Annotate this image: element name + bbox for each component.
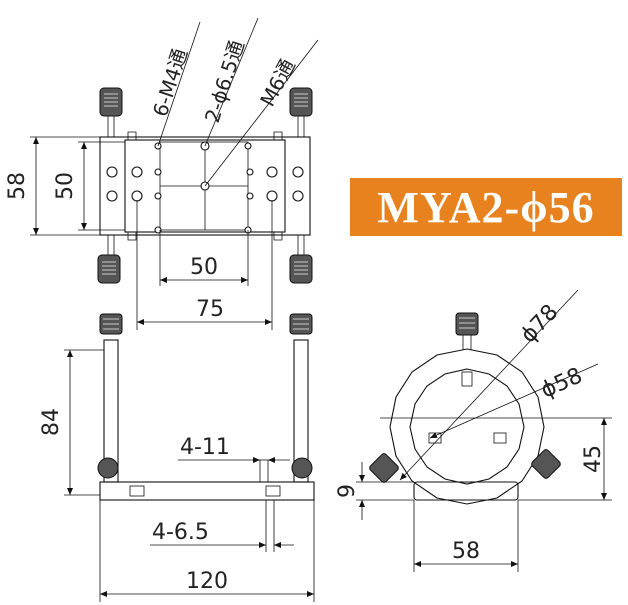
dim-front-slot: 4-11 <box>180 435 230 460</box>
adjuster-knob <box>97 457 119 479</box>
m4-hole <box>106 190 118 202</box>
m4-hole <box>246 192 254 200</box>
callout-d65-holes: 2-ϕ6.5通 <box>200 37 249 125</box>
m4-hole <box>154 226 162 234</box>
dim-front-height: 84 <box>39 408 64 436</box>
m4-hole <box>244 142 252 150</box>
dim-front-hole: 4-6.5 <box>152 520 209 545</box>
dim-front-width: 120 <box>186 569 228 594</box>
m4-hole <box>266 166 278 178</box>
adjuster-knob <box>291 457 313 479</box>
adjuster-knob <box>369 453 399 483</box>
m4-hole <box>292 190 304 202</box>
m4-hole <box>131 190 143 202</box>
dim-top-height-inner: 50 <box>53 172 78 200</box>
m4-hole <box>154 192 162 200</box>
m4-hole <box>292 166 304 178</box>
adjuster-knob <box>289 254 313 284</box>
adjuster-knob <box>97 254 121 284</box>
front-view: 84 4-11 4-6.5 120 <box>39 313 315 602</box>
adjuster-knob <box>455 312 479 336</box>
top-view: 58 50 50 75 6-M4通 2-ϕ6.5通 M6通 <box>5 17 319 330</box>
callout-m4-holes: 6-M4通 <box>148 46 192 120</box>
m4-hole <box>246 168 254 176</box>
m4-hole <box>131 166 143 178</box>
m4-hole <box>266 190 278 202</box>
dim-top-width-inner: 50 <box>190 255 218 280</box>
side-base <box>413 481 519 501</box>
top-view-plate <box>99 136 311 236</box>
model-label: MYA2-ϕ56 <box>350 178 622 236</box>
front-base <box>99 481 315 501</box>
dim-side-inner-dia: ϕ58 <box>537 363 586 403</box>
adjuster-knob <box>531 449 561 479</box>
top-view-stage <box>124 139 286 233</box>
m4-hole <box>154 168 162 176</box>
dim-top-height-outer: 58 <box>5 172 30 200</box>
dim-side-center-height: 45 <box>581 445 606 473</box>
m4-hole <box>106 166 118 178</box>
side-view: ϕ78 ϕ58 45 9 58 <box>335 289 612 572</box>
outer-ring <box>389 348 545 505</box>
dim-side-base-width: 58 <box>452 539 480 564</box>
inner-ring <box>409 368 525 485</box>
dim-side-base-thickness: 9 <box>335 484 360 498</box>
dim-top-width-outer: 75 <box>196 297 224 322</box>
dim-side-outer-dia: ϕ78 <box>516 300 563 348</box>
